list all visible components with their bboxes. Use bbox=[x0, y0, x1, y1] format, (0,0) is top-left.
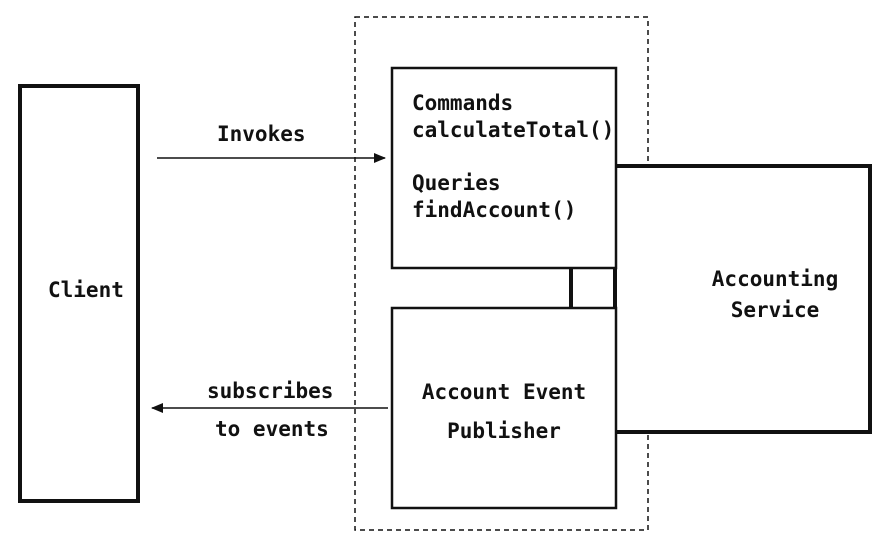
api-box bbox=[390, 66, 618, 270]
publisher-box bbox=[390, 306, 618, 510]
client-label: Client bbox=[48, 278, 124, 302]
service-label-line1: Accounting bbox=[711, 267, 839, 291]
accounting-service-box bbox=[613, 164, 872, 434]
query-method: findAccount() bbox=[412, 198, 577, 222]
invokes-label: Invokes bbox=[217, 122, 306, 146]
client-box bbox=[18, 84, 140, 503]
publisher-label-line2: Publisher bbox=[447, 419, 561, 443]
subscribe-label-line2: to events bbox=[215, 417, 329, 441]
commands-heading: Commands bbox=[412, 91, 514, 115]
publisher-label-line1: Account Event bbox=[421, 380, 587, 404]
command-method: calculateTotal() bbox=[412, 118, 615, 142]
subscribe-label-line1: subscribes bbox=[207, 379, 334, 403]
queries-heading: Queries bbox=[412, 171, 501, 195]
service-label-line2: Service bbox=[730, 298, 820, 322]
